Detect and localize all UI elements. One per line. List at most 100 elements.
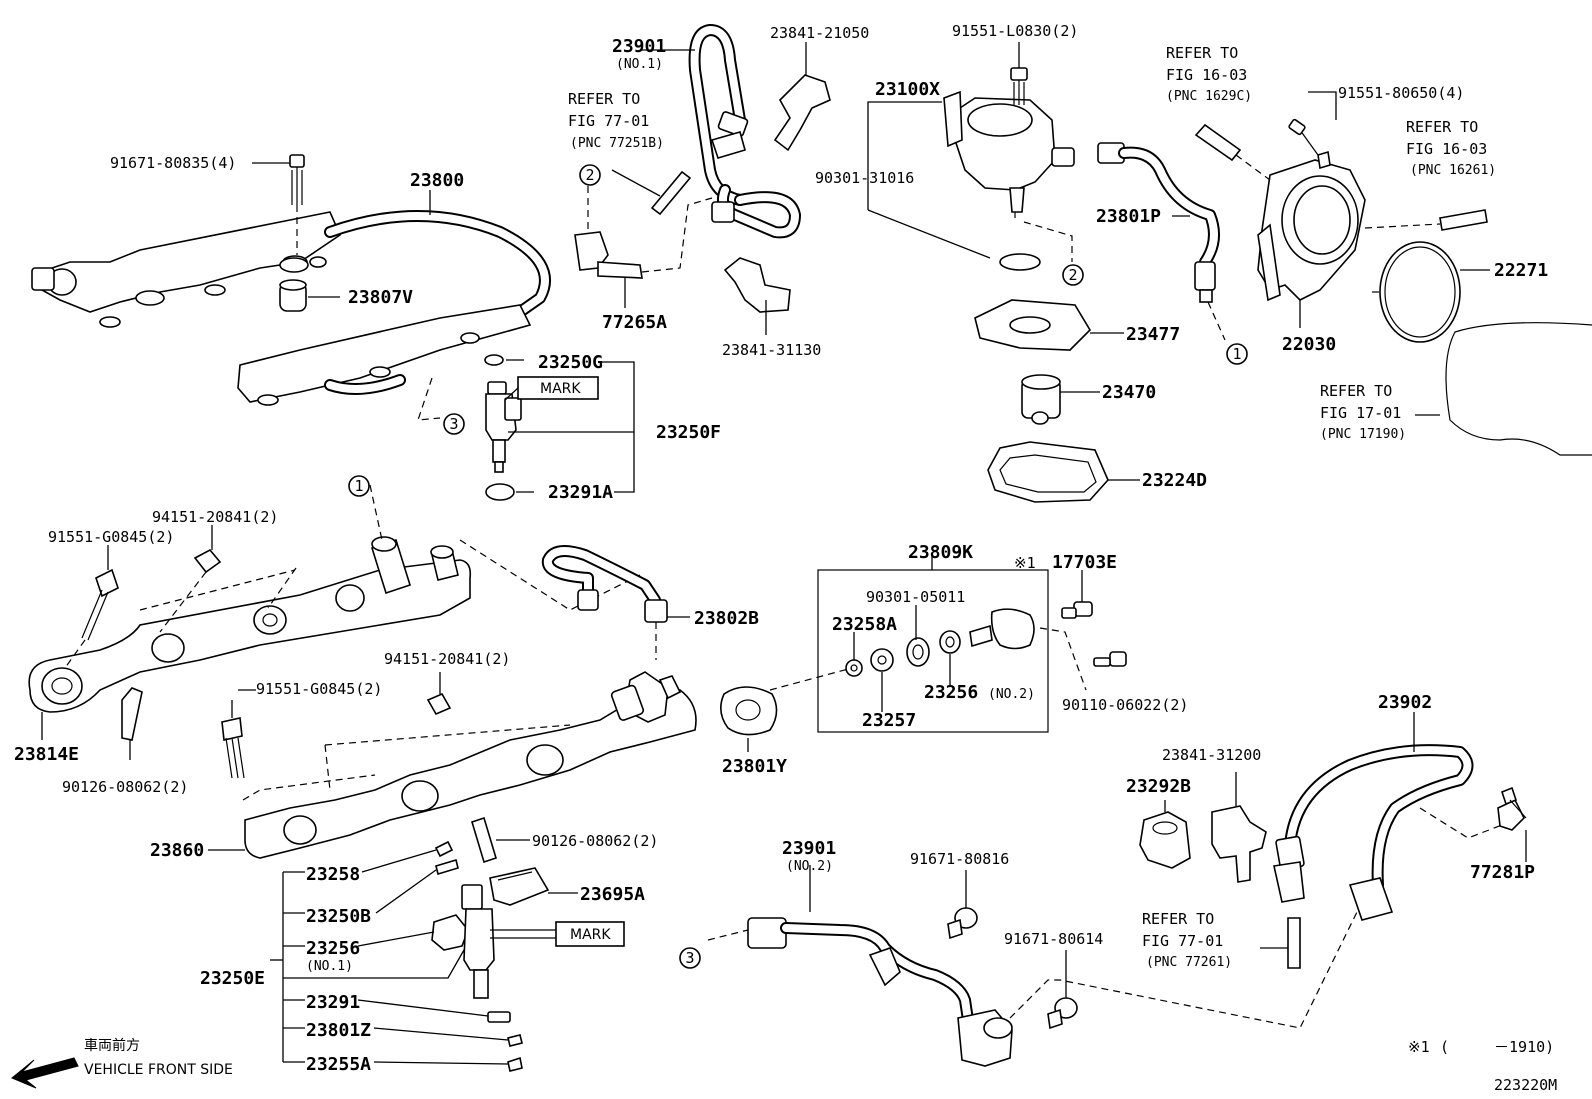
label-91551-g0845-a: 91551-G0845(2) <box>48 528 174 546</box>
refer-hose-77261 <box>1260 917 1301 969</box>
svg-text:3: 3 <box>685 949 694 967</box>
callout-circle-3b: 3 <box>679 947 701 969</box>
refer-17-01-outline <box>1415 322 1592 456</box>
label-22030: 22030 <box>1282 334 1336 355</box>
clip-23841-31130 <box>723 257 791 335</box>
label-23256-no1: 23256 <box>306 938 360 959</box>
label-refer-77-01b-3: (PNC 77261) <box>1146 955 1232 970</box>
clip-23292b <box>1139 800 1191 869</box>
label-23801y: 23801Y <box>722 756 787 777</box>
bolt-91551-g0845-a <box>64 545 119 669</box>
svg-text:1: 1 <box>1232 345 1241 363</box>
label-refer-16-03a-2: FIG 16-03 <box>1166 66 1247 84</box>
fuel-hose-23902 <box>1273 712 1503 921</box>
label-23841-31200: 23841-31200 <box>1162 746 1261 764</box>
label-refer-77-01b-2: FIG 77-01 <box>1142 932 1223 950</box>
svg-text:3: 3 <box>449 415 458 433</box>
label-17703e: 17703E <box>1052 552 1117 573</box>
label-91671-80835: 91671-80835(4) <box>110 154 236 172</box>
label-refer-16-03b-3: (PNC 16261) <box>1410 163 1496 178</box>
label-23256-no2-sub: (NO.2) <box>988 687 1035 702</box>
footnote-text: ( －1910) <box>1440 1038 1554 1056</box>
bolt-17703e <box>1061 570 1093 619</box>
label-94151-20841-b: 94151-20841(2) <box>384 650 510 668</box>
insulator-23807v <box>279 279 340 312</box>
label-refer-77-01a-1: REFER TO <box>568 90 640 108</box>
label-refer-77-01a-2: FIG 77-01 <box>568 112 649 130</box>
label-77265a: 77265A <box>602 312 667 333</box>
label-91551-g0845-b: 91551-G0845(2) <box>256 680 382 698</box>
bolt-91551-l0830 <box>1010 67 1028 105</box>
pipe-77265a <box>574 186 713 308</box>
vehicle-front-arrow-icon <box>11 1057 79 1089</box>
label-refer-17-01-2: FIG 17-01 <box>1320 404 1401 422</box>
label-23809k: 23809K <box>908 542 973 563</box>
svg-text:2: 2 <box>1068 266 1077 284</box>
label-23860: 23860 <box>150 840 204 861</box>
gasket-23224d <box>987 441 1140 503</box>
callout-circle-2b: 2 <box>1062 264 1084 286</box>
label-91671-80614: 91671-80614 <box>1004 930 1103 948</box>
label-90126-08062-b: 90126-08062(2) <box>532 832 658 850</box>
label-23801p: 23801P <box>1096 206 1161 227</box>
label-23801z: 23801Z <box>306 1020 371 1041</box>
refer-pipe-16261 <box>1364 209 1488 231</box>
insulator-23477 <box>974 299 1124 351</box>
label-23901-no1-sub: (NO.1) <box>616 57 663 72</box>
label-23477: 23477 <box>1126 324 1180 345</box>
pipe-23802b <box>541 545 690 660</box>
label-23902: 23902 <box>1378 692 1432 713</box>
callout-circle-1a: 1 <box>1226 343 1248 365</box>
label-22271: 22271 <box>1494 260 1548 281</box>
pipe-23801p <box>1097 142 1226 341</box>
label-23291: 23291 <box>306 992 360 1013</box>
gasket-23801y <box>720 686 778 752</box>
callout-circle-3a: 3 <box>443 413 465 435</box>
label-17703e-mark: ※1 <box>1014 554 1036 572</box>
pipe-77281p <box>1497 786 1527 862</box>
label-refer-17-01-3: (PNC 17190) <box>1320 427 1406 442</box>
refer-hose-1629c <box>1194 123 1271 181</box>
label-front-en: VEHICLE FRONT SIDE <box>84 1062 233 1078</box>
label-mark-1: MARK <box>540 381 581 397</box>
refer-hose-77251b <box>611 169 692 216</box>
callout-circle-2a: 2 <box>579 164 601 186</box>
injector-23250f <box>484 354 635 501</box>
label-90126-08062-a: 90126-08062(2) <box>62 778 188 796</box>
oring-90301-31016 <box>999 221 1073 271</box>
label-23250f: 23250F <box>656 422 721 443</box>
clip-23841-31200 <box>1211 772 1267 883</box>
label-91551-l0830: 91551-L0830(2) <box>952 22 1078 40</box>
label-refer-16-03a-1: REFER TO <box>1166 44 1238 62</box>
label-23250b: 23250B <box>306 906 371 927</box>
label-refer-16-03b-2: FIG 16-03 <box>1406 140 1487 158</box>
label-23470: 23470 <box>1102 382 1156 403</box>
bolt-91671-80835 <box>279 154 309 273</box>
label-90301-31016: 90301-31016 <box>815 169 914 187</box>
delivery-pipe-23860 <box>208 671 697 859</box>
bolt-91671-80816 <box>947 870 978 940</box>
label-mark-2: MARK <box>570 927 611 943</box>
nut-94151-20841-b <box>426 672 452 716</box>
label-23695a: 23695A <box>580 884 645 905</box>
label-23802b: 23802B <box>694 608 759 629</box>
callout-circle-1b: 1 <box>348 475 370 497</box>
label-23800: 23800 <box>410 170 464 191</box>
box-23809k <box>769 554 1049 733</box>
bolt-91551-g0845-b <box>221 700 245 779</box>
gasket-22271 <box>1372 241 1490 343</box>
throttle-body-22030 <box>1257 118 1366 328</box>
label-90301-05011: 90301-05011 <box>866 588 965 606</box>
pump-23100x <box>943 42 1075 218</box>
lifter-23470 <box>1021 374 1100 425</box>
label-refer-16-03a-3: (PNC 1629C) <box>1166 89 1252 104</box>
bolt-90110-06022 <box>1039 627 1127 691</box>
label-91551-80650: 91551-80650(4) <box>1338 84 1464 102</box>
stud-90126-08062-a <box>121 687 143 760</box>
clip-23841-21050 <box>773 42 831 152</box>
label-refer-77-01a-3: (PNC 77251B) <box>570 136 664 151</box>
injector-23250e <box>431 840 578 1072</box>
label-23841-31130: 23841-31130 <box>722 341 821 359</box>
